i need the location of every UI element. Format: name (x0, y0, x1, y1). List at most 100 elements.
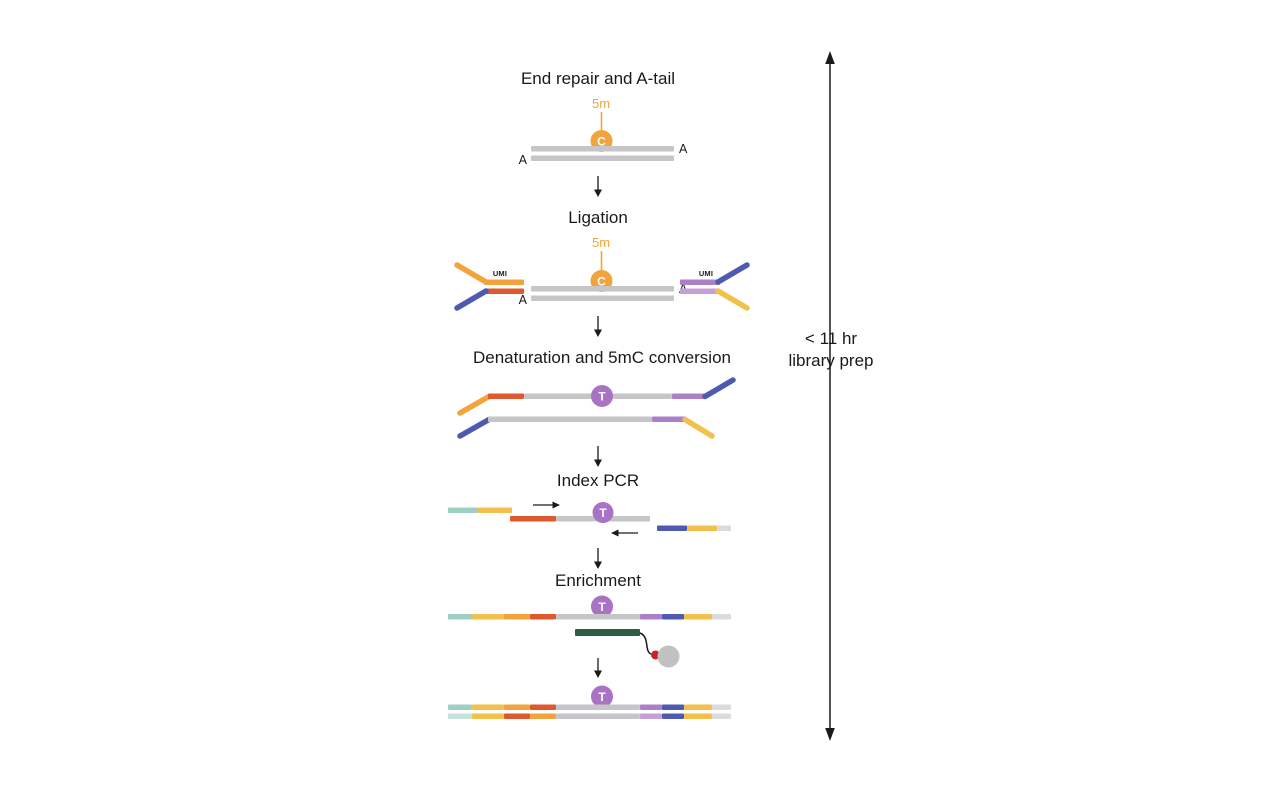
adapter-stem-top (484, 279, 524, 285)
umi-label-right: UMI (699, 269, 713, 278)
final-top-strand (448, 704, 731, 710)
timeline-label-line1: < 11 hr (805, 329, 857, 348)
bar-segment-yellow (684, 713, 712, 719)
bar-segment-teal (448, 704, 472, 710)
arrow-down-2 (594, 316, 602, 337)
adapter-arm-orange (454, 262, 489, 285)
timeline: < 11 hr library prep (788, 51, 874, 741)
umi-segment (510, 516, 556, 522)
adapter-arm-blue (702, 377, 736, 400)
bar-segment-yellow (684, 614, 712, 620)
step-denaturation: Denaturation and 5mC conversion T (457, 348, 736, 439)
denatured-bottom-strand (457, 416, 715, 439)
adapter-arm-blue (457, 416, 492, 439)
step-end-repair: End repair and A-tail 5m C A A (519, 69, 688, 167)
left-umi-adapter: UMI (454, 262, 524, 311)
insert-segment (488, 416, 652, 422)
arrow-head (594, 459, 602, 467)
cytosine-letter: C (597, 135, 606, 149)
right-umi-adapter: UMI (680, 262, 750, 311)
streptavidin-bead (657, 645, 680, 668)
thymine-letter: T (598, 600, 606, 614)
step-title-denaturation: Denaturation and 5mC conversion (473, 348, 731, 367)
bar-segment-purple (640, 704, 662, 710)
converted-t-circle (591, 685, 613, 708)
arrow-head (552, 501, 560, 509)
adapter-segment-purple (672, 393, 706, 399)
bar-segment-insert (556, 614, 640, 620)
bar-segment-blue (662, 713, 684, 719)
converted-t-circle (591, 595, 613, 618)
bar-segment-insert (556, 713, 640, 719)
primer-segment-yellow (478, 507, 512, 513)
arrow-down-4 (594, 548, 602, 569)
adapter-arm-blue (454, 288, 489, 311)
primer-segment-teal (448, 507, 478, 513)
extension-arrow-right (533, 501, 560, 509)
step-title-enrichment: Enrichment (555, 571, 641, 590)
bar-segment-gray (712, 713, 731, 719)
bar-segment-yellow (472, 614, 504, 620)
bar-segment-blue (662, 704, 684, 710)
adapter-arm-yellow (682, 416, 715, 439)
timeline-arrow-head-bottom (825, 728, 835, 741)
bar-segment-red (530, 614, 556, 620)
capture-probe (575, 629, 640, 636)
bar-segment-purple-light (640, 713, 662, 719)
bar-segment-gray (712, 704, 731, 710)
dna-bottom-strand (531, 295, 674, 301)
dna-bottom-strand (531, 155, 674, 161)
timeline-label-line2: library prep (788, 351, 873, 370)
bar-segment-gray (712, 614, 731, 620)
bar-segment-insert (556, 704, 640, 710)
adapter-arm-yellow (715, 288, 750, 311)
bar-segment-yellow (684, 704, 712, 710)
converted-t-circle (592, 502, 614, 523)
bar-segment-blue (662, 614, 684, 620)
arrow-down-3 (594, 446, 602, 467)
bar-segment-orange (504, 704, 530, 710)
arrow-head (594, 189, 602, 197)
dna-top-strand (531, 146, 674, 152)
a-tail-right-label: A (679, 142, 688, 156)
bar-segment-red (504, 713, 530, 719)
step-enrichment: Enrichment T (448, 571, 731, 668)
arrow-down-1 (594, 176, 602, 197)
template-strand: T (510, 502, 650, 523)
cytosine-letter: C (597, 275, 606, 289)
bar-segment-yellow (472, 713, 504, 719)
biotin-tether (639, 632, 652, 655)
arrow-head (594, 329, 602, 337)
primer-segment-yellow (687, 525, 717, 531)
timeline-arrow-head-top (825, 51, 835, 64)
bar-segment-red (530, 704, 556, 710)
thymine-letter: T (599, 506, 607, 520)
extension-arrow-left (611, 529, 638, 537)
step-index-pcr: Index PCR T (448, 471, 731, 537)
step-ligation: Ligation 5m C A A UMI UMI (454, 208, 750, 311)
umi-label-left: UMI (493, 269, 507, 278)
adapter-arm-orange (457, 393, 492, 416)
full-length-library (448, 614, 731, 620)
thymine-letter: T (598, 690, 606, 704)
primer-segment-gray (717, 525, 731, 531)
denatured-top-strand: T (457, 377, 736, 416)
reverse-index-primer (657, 525, 731, 531)
a-tail-left-label: A (519, 153, 528, 167)
umi-segment (488, 393, 524, 399)
adapter-segment-purple (652, 416, 686, 422)
bar-segment-yellow (472, 704, 504, 710)
methyl-5m-label: 5m (592, 96, 610, 111)
arrow-down-5 (594, 658, 602, 678)
bar-segment-orange (530, 713, 556, 719)
adapter-stem-bottom (484, 288, 524, 294)
primer-segment-blue (657, 525, 687, 531)
thymine-letter: T (598, 390, 606, 404)
methyl-5m-label: 5m (592, 235, 610, 250)
bar-segment-orange (504, 614, 530, 620)
dna-top-strand (531, 286, 674, 292)
converted-t-circle (591, 385, 613, 407)
adapter-arm-blue (715, 262, 750, 285)
step-title-index-pcr: Index PCR (557, 471, 639, 490)
